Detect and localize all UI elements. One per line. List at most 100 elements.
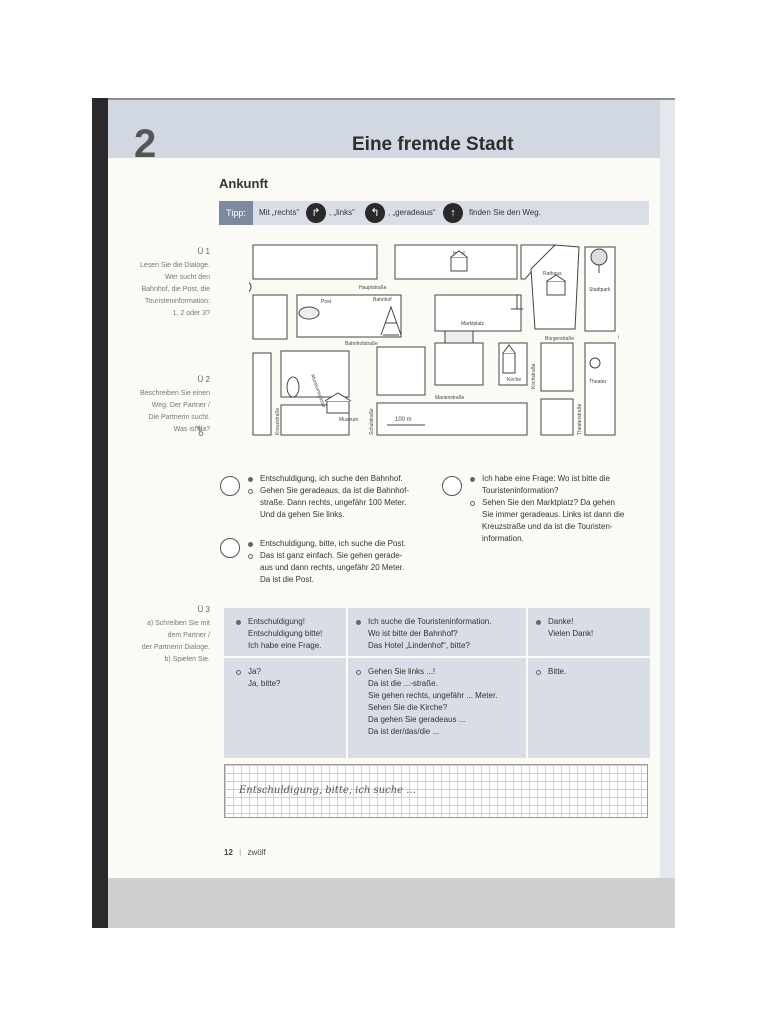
phrase-table: Entschuldigung! Entschuldigung bitte! Ic… (224, 608, 650, 758)
block (540, 398, 574, 436)
instruction-line: b) Spielen Sie. (164, 656, 210, 663)
dialogue-answer: Gehen Sie geradeaus, da ist die Bahnhof- (246, 485, 436, 497)
map-label-theaterstrasse: Theaterstraße (577, 403, 583, 435)
exercise-number: Ü 2 (197, 375, 210, 384)
bullet-filled (248, 477, 253, 482)
chapter-header: 2 Eine fremde Stadt (108, 100, 660, 166)
map-label-kirchstrasse: Kirchstraße (531, 363, 537, 389)
phrase-line: Ich suche die Touristeninformation. (368, 617, 492, 626)
tip-text-geradeaus: , „geradeaus“ (388, 208, 436, 217)
phrase-line: Gehen Sie links ...! (368, 667, 436, 676)
map-label-kreuzstrasse: Kreuzstraße (275, 408, 281, 435)
bullet-open (248, 489, 253, 494)
instruction-line: dem Partner / (167, 632, 210, 639)
fountain-icon (511, 295, 523, 310)
dialogue-answer-line: straße. Dann rechts, ungefähr 100 Meter. (260, 498, 407, 507)
footer-separator: | (239, 848, 242, 857)
phrase-line: Da ist die ...-straße. (368, 679, 438, 688)
bullet-filled (470, 477, 475, 482)
turn-right-icon: ↱ (306, 203, 326, 223)
map-label-hauptstrasse: Hauptstraße (359, 285, 387, 291)
dialogue-3: Ich habe eine Frage: Wo ist bitte die To… (468, 473, 658, 545)
phrase-line: Ich habe eine Frage. (248, 641, 322, 650)
phrase-line: Ja, bitte? (248, 679, 281, 688)
exercise-number: Ü 3 (197, 605, 210, 614)
table-divider (224, 656, 650, 658)
phrase-cell-top-3: Danke! Vielen Dank! (536, 616, 646, 640)
exercise-number: Ü 1 (197, 247, 210, 256)
bullet-filled (356, 620, 361, 625)
rathaus-icon (546, 274, 566, 296)
instruction-line: Lesen Sie die Dialoge. (139, 262, 210, 269)
instruction-line: Die Partnerin sucht. (148, 414, 210, 421)
answer-circle-d2[interactable] (220, 538, 240, 558)
bullet-open (248, 554, 253, 559)
phrase-line: Ja? (248, 667, 261, 676)
phrase-cell-top-1: Entschuldigung! Entschuldigung bitte! Ic… (236, 616, 342, 652)
phrase-cell-bottom-1: Ja? Ja, bitte? (236, 666, 342, 690)
dialogue-answer-line: Sie immer geradeaus. Links ist dann die (482, 510, 625, 519)
map-label-marienstrasse: Marienstraße (435, 395, 465, 401)
instruction-line: Weg. Der Partner / (151, 402, 210, 409)
bullet-filled (536, 620, 541, 625)
block (584, 342, 616, 436)
instruction-line: der Partnerin Dialoge. (141, 644, 210, 651)
block (376, 402, 528, 436)
dialogue-question: Entschuldigung, bitte, ich suche die Pos… (246, 538, 436, 550)
dialogue-answer-line: Da ist die Post. (260, 575, 314, 584)
dialogue-answer: Das ist ganz einfach. Sie gehen gerade- (246, 550, 436, 562)
block (252, 294, 288, 340)
phrase-cell-top-2: Ich suche die Touristeninformation. Wo i… (356, 616, 524, 652)
page-number: 12 (224, 848, 233, 857)
block (434, 294, 522, 332)
instruction-line: Touristeninformation: (145, 298, 210, 305)
turn-left-icon: ↰ (365, 203, 385, 223)
answer-circle-d3[interactable] (442, 476, 462, 496)
map-label-schulstrasse: Schulstraße (369, 408, 375, 435)
instruction-line: Wer sucht den (164, 274, 210, 281)
phrase-line: Entschuldigung bitte! (248, 629, 323, 638)
dialogue-question-line: Touristeninformation? (482, 486, 559, 495)
bullet-filled (236, 620, 241, 625)
museum-icon (324, 392, 352, 414)
instruction-line: Beschreiben Sie einen (139, 390, 210, 397)
dialogue-answer-line: aus und dann rechts, ungefähr 20 Meter. (260, 563, 405, 572)
phrase-line: Sie gehen rechts, ungefähr ... Meter. (368, 691, 498, 700)
phrase-line: Wo ist bitte der Bahnhof? (368, 629, 458, 638)
phrase-line: Vielen Dank! (548, 629, 594, 638)
bullet-open (236, 670, 241, 675)
exercise-u3: Ü 3 a) Schreiben Sie mit dem Partner / d… (108, 604, 210, 666)
page-footer: 12 | zwölf (224, 848, 266, 857)
writing-grid-box[interactable]: Entschuldigung, bitte, ich suche ... (224, 764, 648, 818)
dialogue-question: Ich habe eine Frage: Wo ist bitte die (468, 473, 658, 485)
map-label-rathaus: Rathaus (543, 271, 562, 277)
page-number-word: zwölf (247, 848, 266, 857)
tip-label: Tipp: (219, 201, 253, 225)
straight-ahead-icon: ↑ (443, 203, 463, 223)
map-label-bahnhof: Bahnhof (373, 297, 392, 303)
instruction-line: a) Schreiben Sie mit (146, 620, 210, 627)
bahnhof-tower-icon (380, 305, 402, 336)
table-divider (526, 608, 528, 758)
phrase-cell-bottom-3: Bitte. (536, 666, 646, 678)
dialogue-question: Entschuldigung, ich suche den Bahnhof. (246, 473, 436, 485)
block (434, 342, 484, 386)
chapter-number: 2 (134, 122, 157, 166)
phrase-line: Das Hotel „Lindenhof“, bitte? (368, 641, 470, 650)
dialogue-2: Entschuldigung, bitte, ich suche die Pos… (246, 538, 436, 586)
block (376, 346, 426, 396)
writing-prompt: Entschuldigung, bitte, ich suche ... (239, 785, 416, 796)
answer-circle-d1[interactable] (220, 476, 240, 496)
phrase-line: Da gehen Sie geradeaus ... (368, 715, 466, 724)
map-label-marktplatz: Marktplatz (461, 321, 485, 327)
scale-bar-label: 100 m (395, 417, 412, 423)
instruction-line: 1, 2 oder 3? (172, 310, 210, 317)
textbook-page: 2 Eine fremde Stadt Ankunft Tipp: Mit „r… (108, 100, 660, 878)
tip-bar: Tipp: Mit „rechts“ ↱ , „links“ ↰ , „gera… (219, 201, 649, 225)
map-label-theater: Theater (589, 379, 607, 385)
map-label-buergerstrasse: Bürgerstraße (545, 336, 574, 342)
tip-text-end: finden Sie den Weg. (469, 208, 541, 217)
phrase-line: Bitte. (548, 667, 567, 676)
market-stalls-icon (444, 330, 474, 344)
instruction-line: Was ist da? (173, 426, 210, 433)
